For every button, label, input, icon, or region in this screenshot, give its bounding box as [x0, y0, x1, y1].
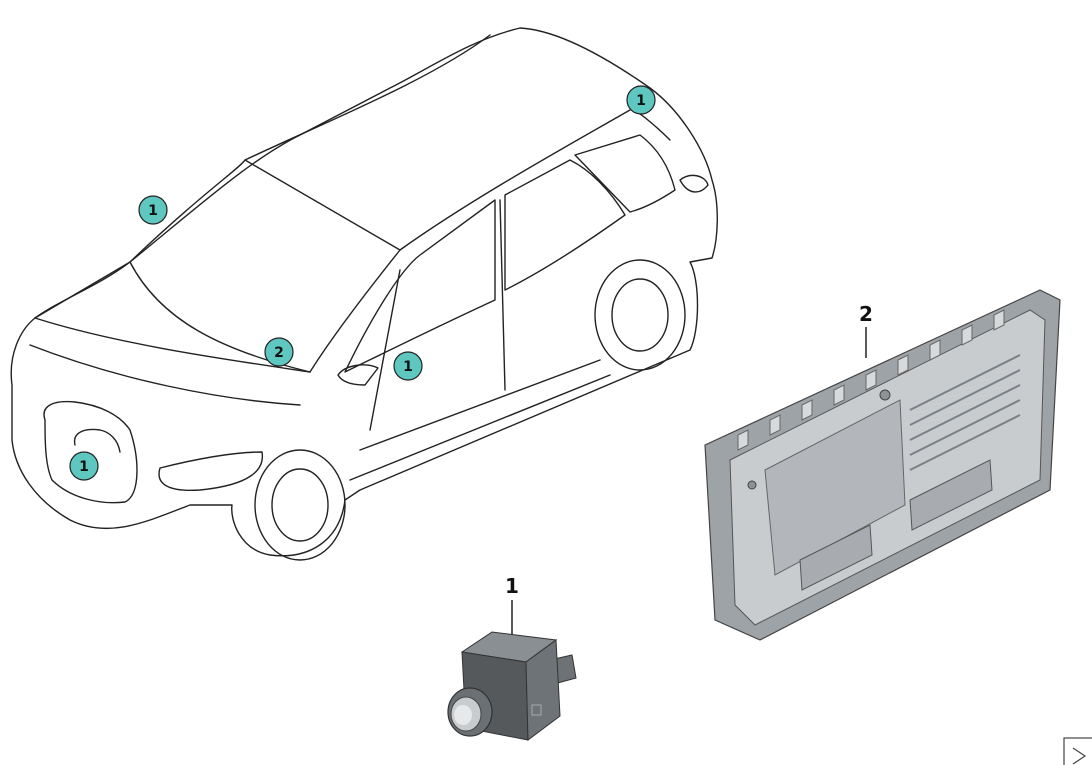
callout-mirror[interactable]: 2	[264, 337, 294, 367]
part-label-control-unit: 2	[859, 302, 873, 326]
callout-windshield[interactable]: 1	[138, 195, 168, 225]
part-label-camera: 1	[505, 574, 519, 598]
svg-text:1: 1	[79, 459, 89, 475]
callout-side[interactable]: 1	[393, 351, 423, 381]
control-unit-part[interactable]: 2	[704, 289, 1061, 641]
svg-text:1: 1	[636, 93, 646, 109]
corner-navigation-icon[interactable]	[1063, 737, 1092, 765]
svg-text:1: 1	[403, 359, 413, 375]
callout-rear-roof[interactable]: 1	[626, 85, 656, 115]
svg-text:1: 1	[148, 203, 158, 219]
camera-part[interactable]: 1	[447, 574, 577, 741]
callout-front-grille[interactable]: 1	[69, 451, 99, 481]
car-illustration	[10, 27, 718, 561]
svg-text:2: 2	[274, 345, 284, 361]
